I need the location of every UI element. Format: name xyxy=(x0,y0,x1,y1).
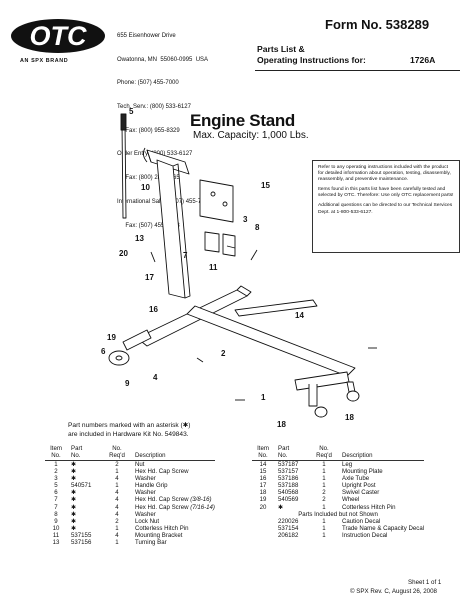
callout-label: 15 xyxy=(261,181,270,190)
callout-label: 2 xyxy=(221,349,226,358)
hardware-kit-note-line: Part numbers marked with an asterisk (✱) xyxy=(68,422,191,429)
callout-label: 6 xyxy=(101,347,106,356)
not-shown-heading: Parts Included but not Shown xyxy=(298,510,378,518)
callout-label: 10 xyxy=(141,183,150,192)
header-divider xyxy=(255,70,460,71)
callout-label: 17 xyxy=(145,273,154,282)
column-header-description: Description xyxy=(342,451,373,459)
callout-label: 4 xyxy=(153,373,158,382)
diagram-callouts: 5 10 15 3 8 13 20 7 11 17 16 14 2 19 6 9… xyxy=(101,107,354,429)
column-header-qty: No.Req'd xyxy=(109,445,125,459)
hardware-kit-note: Part numbers marked with an asterisk (✱)… xyxy=(68,421,190,439)
callout-label: 1 xyxy=(261,393,266,402)
column-header-description: Description xyxy=(135,451,166,459)
callout-label: 5 xyxy=(129,107,134,116)
info-paragraph: Items found in this parts list have been… xyxy=(318,187,454,199)
callout-label: 13 xyxy=(135,234,144,243)
callout-label: 3 xyxy=(243,215,248,224)
thread-spec: (3/8-16) xyxy=(190,496,212,504)
engine-stand-diagram: 5 10 15 3 8 13 20 7 11 17 16 14 2 19 6 9… xyxy=(101,107,377,429)
callout-label: 19 xyxy=(107,333,116,342)
brand-subtitle: AN SPX BRAND xyxy=(20,58,69,64)
model-number: 1726A xyxy=(410,55,436,65)
thread-spec: (7/16-14) xyxy=(190,503,215,511)
document-title-line: Parts List & xyxy=(257,44,305,54)
address-line: Fax: (800) 955-8329 xyxy=(117,127,180,134)
product-title: Engine Stand xyxy=(190,111,296,130)
sheet-number: Sheet 1 of 1 xyxy=(408,579,442,586)
address-line: International Sales: (507) 455-7223 xyxy=(117,198,212,205)
address-line: Owatonna, MN 55060-0995 USA xyxy=(117,56,209,63)
address-line: 655 Eisenhower Drive xyxy=(117,32,176,39)
info-paragraph: Additional questions can be directed to … xyxy=(318,203,453,215)
callout-label: 8 xyxy=(255,223,260,232)
callout-label: 20 xyxy=(119,249,128,258)
otc-logo-text: OTC xyxy=(30,21,87,51)
column-header-qty: No.Req'd xyxy=(316,445,332,459)
address-line: Tech. Serv.: (800) 533-6127 xyxy=(117,103,191,110)
document-title-line: Operating Instructions for: xyxy=(257,55,366,65)
otc-logo: OTC xyxy=(11,19,105,53)
revision-copyright: © SPX Rev. C, August 26, 2008 xyxy=(350,588,437,595)
callout-label: 9 xyxy=(125,379,130,388)
callout-label: 16 xyxy=(149,305,158,314)
document-title: Parts List &Operating Instructions for: xyxy=(257,44,366,66)
callout-label: 7 xyxy=(183,251,188,260)
info-box: Refer to any operating instructions incl… xyxy=(312,160,460,253)
callout-label: 14 xyxy=(295,311,304,320)
info-paragraph: Refer to any operating instructions incl… xyxy=(318,165,451,183)
company-address: 655 Eisenhower Drive Owatonna, MN 55060-… xyxy=(117,17,211,238)
callout-label: 18 xyxy=(277,420,286,429)
not-shown-heading-row: Parts Included but not Shown xyxy=(252,511,424,518)
form-number: Form No. 538289 xyxy=(325,17,430,32)
callout-label: 18 xyxy=(345,413,354,422)
product-capacity: Max. Capacity: 1,000 Lbs. xyxy=(193,130,309,141)
address-line: Phone: (507) 455-7000 xyxy=(117,80,179,87)
hardware-kit-note-line: are included in Hardware Kit No. 549843. xyxy=(68,431,189,438)
callout-label: 11 xyxy=(209,263,218,272)
